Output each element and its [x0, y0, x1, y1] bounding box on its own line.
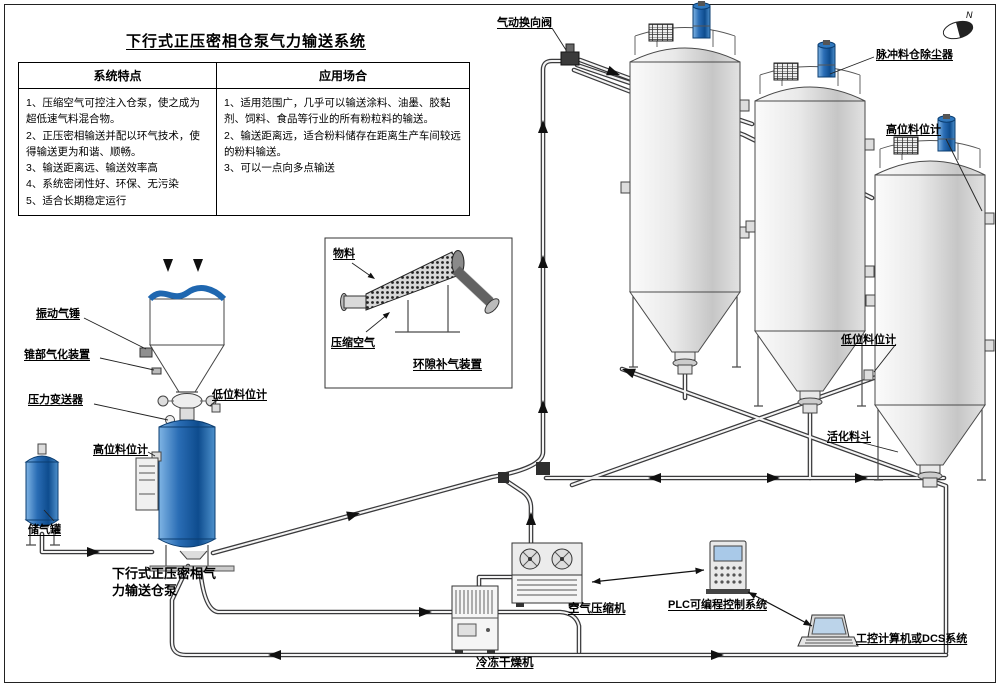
spec-table: 系统特点 应用场合 1、压缩空气可控注入仓泵，使之成为超低速气料混合物。 2、正… [18, 62, 470, 216]
label-plc: PLC可编程控制系统 [668, 599, 767, 611]
pressure-vessel [158, 426, 216, 540]
feature-item: 4、系统密闭性好、环保、无污染 [26, 178, 179, 191]
detail-box-annular-device [324, 237, 513, 389]
spec-header-applications: 应用场合 [318, 69, 367, 83]
low-level-sensor-pump [211, 403, 221, 413]
application-item: 1、适用范围广，几乎可以输送涂料、油墨、胶黏剂、饲料、食品等行业的所有粉粒料的输… [224, 97, 451, 126]
plc-cabinet [706, 540, 750, 594]
cone-gasification-nozzle [151, 367, 162, 375]
caption-line-2: 力输送仓泵 [112, 582, 178, 598]
hopper-rim [147, 285, 227, 302]
label-high-level-right: 高位料位计 [886, 124, 941, 136]
label-air-compressor: 空气压缩机 [568, 603, 626, 615]
label-vibrating-hammer: 振动气锤 [36, 308, 80, 320]
label-high-level-left: 高位料位计 [93, 444, 148, 456]
diagram-border [4, 4, 996, 683]
label-annular-device: 环隙补气装置 [413, 359, 482, 371]
spec-features-cell: 1、压缩空气可控注入仓泵，使之成为超低速气料混合物。 2、正压密相输送并配以环气… [19, 89, 217, 215]
air-compressor-unit [511, 542, 583, 607]
low-level-sensor-silo3 [863, 369, 874, 381]
feature-item: 5、适合长期稳定运行 [26, 194, 127, 207]
spec-header-features: 系统特点 [19, 63, 217, 88]
silo-pump-assembly [135, 285, 235, 572]
storage-silo-1 [620, 0, 750, 375]
label-material: 物料 [333, 248, 355, 260]
application-item: 3、可以一点向多点输送 [224, 162, 335, 175]
storage-silo-2 [745, 39, 875, 414]
fan-icon [551, 548, 573, 570]
label-pulse-dust-collector: 脉冲料仓除尘器 [876, 49, 953, 61]
signal-arrows [591, 566, 814, 629]
label-cone-gasification: 锥部气化装置 [24, 349, 90, 361]
laptop-screen [811, 617, 847, 635]
pipe-junction-fitting [536, 462, 550, 475]
application-item: 2、输送距离远，适合粉料储存在距离生产车间较远的粉料输送。 [224, 129, 461, 158]
laptop-computer [797, 614, 859, 647]
compass-north-label: N [966, 10, 973, 20]
label-air-tank: 储气罐 [28, 524, 61, 536]
fan-icon [519, 548, 541, 570]
leader-lines [43, 27, 983, 522]
pipe-junction-fitting [498, 472, 509, 483]
label-activation-hopper: 活化料斗 [827, 431, 871, 443]
plc-screen [713, 545, 743, 562]
north-compass: N [942, 10, 974, 40]
label-computer: 工控计算机或DCS系统 [856, 633, 968, 645]
spec-table-header: 系统特点 应用场合 [19, 63, 469, 89]
air-storage-tank [24, 443, 60, 546]
feature-item: 3、输送距离远、输送效率高 [26, 162, 158, 175]
label-pneumatic-valve: 气动换向阀 [497, 17, 552, 29]
label-pressure-transmitter: 压力变送器 [28, 394, 83, 406]
label-low-level-right: 低位料位计 [841, 334, 896, 346]
freeze-dryer-unit [451, 585, 499, 654]
label-compressed-air: 压缩空气 [331, 337, 375, 349]
feature-item: 1、压缩空气可控注入仓泵，使之成为超低速气料混合物。 [26, 97, 200, 126]
pneumatic-directional-valve [560, 43, 580, 66]
vibrating-air-hammer [139, 347, 153, 358]
spec-table-body: 1、压缩空气可控注入仓泵，使之成为超低速气料混合物。 2、正压密相输送并配以环气… [19, 89, 469, 215]
spec-applications-cell: 1、适用范围广，几乎可以输送涂料、油墨、胶黏剂、饲料、食品等行业的所有粉粒料的输… [217, 89, 469, 215]
feature-item: 2、正压密相输送并配以环气技术，使得输送更为和谐、顺畅。 [26, 129, 200, 158]
pipe-network [42, 60, 946, 655]
label-silo-pump-caption: 下行式正压密相气 力输送仓泵 [112, 566, 216, 600]
control-cabinet [135, 457, 159, 511]
label-low-level-left: 低位料位计 [212, 389, 267, 401]
page-title: 下行式正压密相仓泵气力输送系统 [126, 33, 367, 50]
storage-silo-3 [865, 113, 995, 488]
caption-line-1: 下行式正压密相气 [112, 566, 217, 581]
label-freeze-dryer: 冷冻干燥机 [476, 657, 534, 669]
dome-valve [171, 393, 203, 409]
